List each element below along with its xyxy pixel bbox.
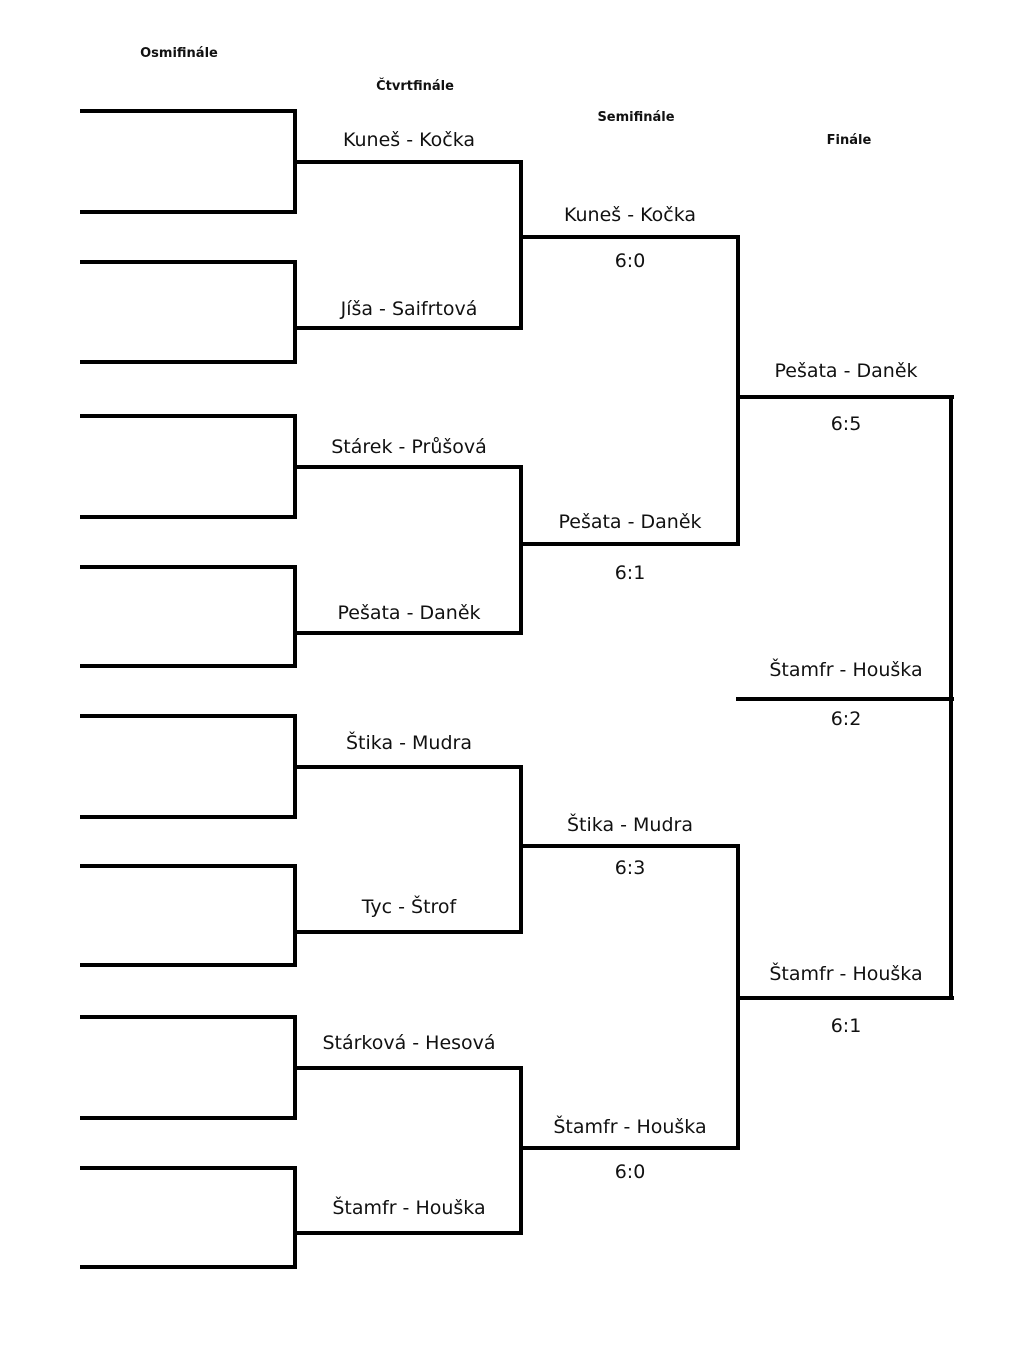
r16-slot-line [80,515,297,519]
sf-team-line [519,542,740,546]
final-team-line [736,996,954,1000]
round-header-finale: Finále [826,133,872,148]
r16-slot-line [80,1116,297,1120]
r16-slot-line [80,1265,297,1269]
qf-connector [519,765,523,934]
qf-team-line [295,160,523,164]
qf-team-label: Pešata - Daněk [337,602,481,624]
qf-team-line [295,930,523,934]
r16-slot-line [80,963,297,967]
match-score: 6:3 [614,857,646,879]
qf-team-label: Štamfr - Houška [332,1197,486,1219]
champion-score: 6:2 [830,708,862,730]
r16-slot-line [80,565,297,569]
champion-label: Štamfr - Houška [769,659,923,681]
round-header-ctvrtfinale: Čtvrtfinále [376,79,454,94]
qf-team-line [295,1066,523,1070]
qf-connector [519,465,523,635]
match-score: 6:1 [614,562,646,584]
sf-team-line [519,1146,740,1150]
qf-team-line [295,631,523,635]
qf-connector [519,160,523,330]
sf-team-label: Štamfr - Houška [553,1116,707,1138]
r16-slot-line [80,714,297,718]
qf-team-label: Štika - Mudra [346,732,472,754]
match-score: 6:0 [614,1161,646,1183]
final-team-line [736,395,954,399]
r16-slot-line [80,1166,297,1170]
r16-slot-line [80,414,297,418]
final-team-label: Pešata - Daněk [774,360,918,382]
r16-slot-line [80,864,297,868]
qf-team-line [295,765,523,769]
r16-slot-line [80,815,297,819]
qf-team-label: Kuneš - Kočka [342,129,476,151]
sf-team-line [519,844,740,848]
r16-connector [293,864,297,967]
match-score: 6:0 [614,250,646,272]
sf-team-label: Pešata - Daněk [558,511,702,533]
r16-slot-line [80,1015,297,1019]
final-team-label: Štamfr - Houška [769,963,923,985]
match-score: 6:5 [830,413,862,435]
round-header-semifinale: Semifinále [597,110,675,125]
qf-team-label: Jíša - Saifrtová [340,298,478,320]
qf-team-label: Tyc - Štrof [361,896,457,918]
sf-team-line [519,235,740,239]
match-score: 6:1 [830,1015,862,1037]
r16-slot-line [80,210,297,214]
round-header-osmifinale: Osmifinále [140,46,218,61]
qf-team-label: Stárek - Průšová [331,436,487,458]
qf-team-label: Stárková - Hesová [322,1032,496,1054]
qf-connector [519,1066,523,1235]
champion-line [736,697,954,701]
r16-slot-line [80,360,297,364]
qf-team-line [295,465,523,469]
r16-connector [293,260,297,364]
sf-team-label: Kuneš - Kočka [563,204,697,226]
sf-connector [736,235,740,546]
r16-connector [293,1166,297,1269]
r16-slot-line [80,664,297,668]
qf-team-line [295,326,523,330]
r16-connector [293,565,297,668]
r16-slot-line [80,109,297,113]
r16-slot-line [80,260,297,264]
qf-team-line [295,1231,523,1235]
sf-team-label: Štika - Mudra [567,814,693,836]
